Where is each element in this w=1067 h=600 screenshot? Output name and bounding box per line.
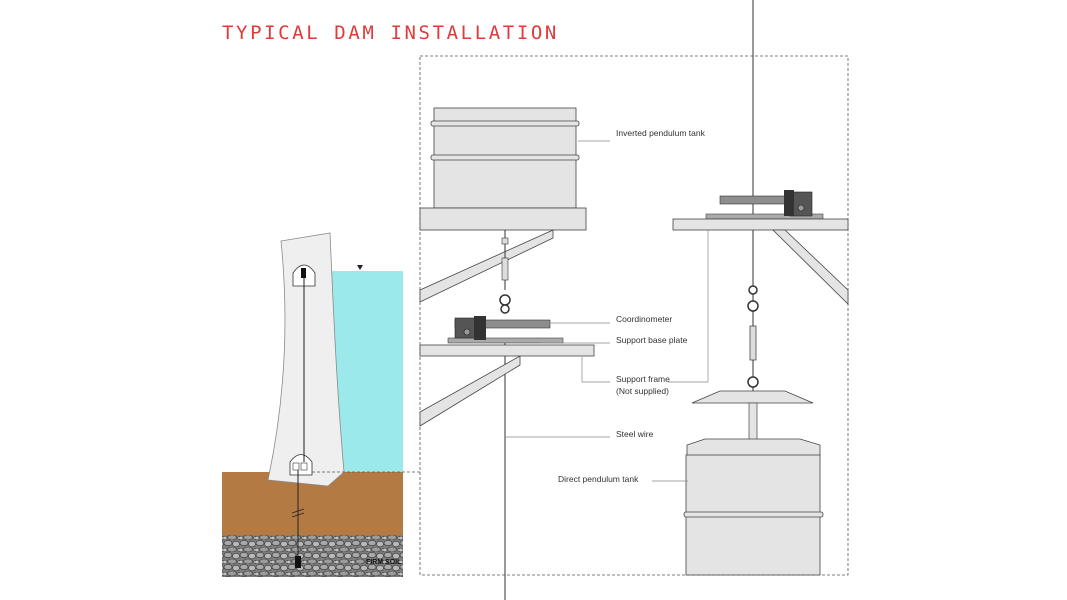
direct-pendulum-tank — [683, 438, 824, 576]
label-steel-wire: Steel wire — [616, 429, 654, 439]
wire-tensioner-upper — [499, 230, 511, 314]
label-firm-soil: FIRM SOIL — [366, 559, 402, 566]
dam-section — [222, 232, 420, 577]
water-level-marker — [357, 265, 363, 270]
label-support-base-plate: Support base plate — [616, 335, 688, 345]
label-support-frame: Support frame — [616, 374, 670, 384]
inverted-pendulum-tank — [430, 107, 580, 209]
anchor-block — [295, 556, 301, 568]
page-title: TYPICAL DAM INSTALLATION — [222, 22, 559, 44]
upper-right-brace — [772, 229, 849, 305]
label-coordinometer: Coordinometer — [616, 314, 673, 324]
label-inverted-tank: Inverted pendulum tank — [616, 128, 705, 138]
label-direct-tank: Direct pendulum tank — [558, 474, 639, 484]
dam-body — [267, 232, 345, 487]
coordinometer-right — [705, 190, 824, 220]
rock-layer — [222, 535, 403, 577]
water-reservoir — [332, 271, 403, 472]
upper-right-shelf — [672, 218, 849, 231]
middle-left-brace — [419, 355, 521, 427]
detail-frame — [419, 55, 849, 576]
middle-left-shelf — [419, 344, 595, 357]
wire-tensioner-direct — [747, 285, 759, 388]
coordinometer-left — [447, 316, 564, 344]
upper-left-brace — [419, 229, 554, 303]
leader-lines — [505, 140, 709, 482]
direct-tank-cover — [691, 390, 814, 404]
upper-left-shelf — [419, 207, 587, 231]
label-not-supplied: (Not supplied) — [616, 386, 669, 396]
